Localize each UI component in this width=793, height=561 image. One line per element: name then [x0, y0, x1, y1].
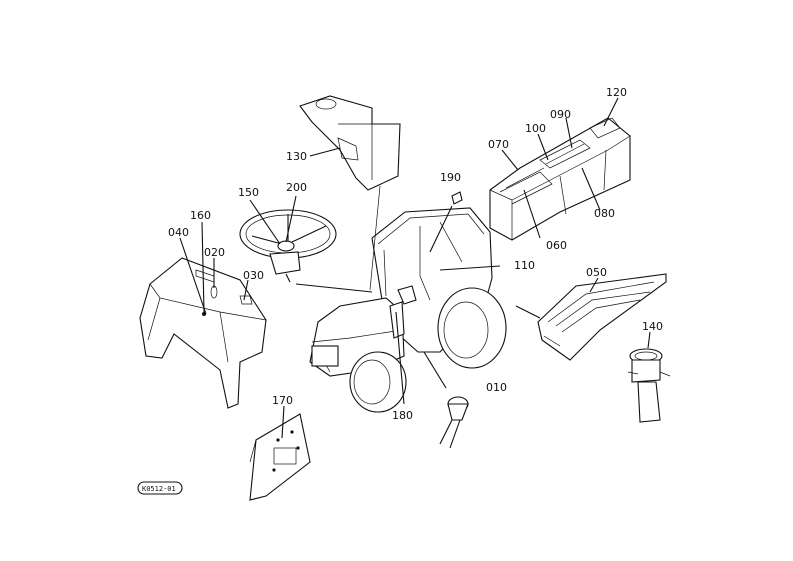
callout-200: 200	[286, 181, 307, 194]
callout-020: 020	[204, 246, 225, 259]
part-010-lever	[439, 396, 469, 449]
leader-lines	[179, 97, 651, 439]
callout-150: 150	[238, 186, 259, 199]
callout-170: 170	[272, 394, 293, 407]
callout-080: 080	[594, 207, 615, 220]
callout-030: 030	[243, 269, 264, 282]
part-140-filler	[627, 348, 671, 423]
part-060-120-dashboard	[489, 117, 631, 241]
part-170-plate	[249, 413, 311, 501]
callout-140: 140	[642, 320, 663, 333]
part-050-floor-plate	[537, 273, 667, 361]
callout-180: 180	[392, 409, 413, 422]
tractor-body	[309, 207, 507, 413]
part-190-switch	[451, 191, 463, 205]
callout-070: 070	[488, 138, 509, 151]
callout-090: 090	[550, 108, 571, 121]
callout-010: 010	[486, 381, 507, 394]
callout-190: 190	[440, 171, 461, 184]
callout-060: 060	[546, 239, 567, 252]
callout-160: 160	[190, 209, 211, 222]
part-130-console	[299, 95, 401, 291]
callout-120: 120	[606, 86, 627, 99]
callout-100: 100	[525, 122, 546, 135]
callout-040: 040	[168, 226, 189, 239]
reference-stamp: K0512-01	[137, 481, 183, 495]
stamp-text: K0512-01	[142, 485, 176, 493]
callout-labels: 010 020 030 040 050 060 070 080 090 100 …	[168, 86, 663, 422]
callout-110: 110	[514, 259, 535, 272]
callout-050: 050	[586, 266, 607, 279]
callout-130: 130	[286, 150, 307, 163]
part-020-040-front-panel	[139, 257, 267, 409]
